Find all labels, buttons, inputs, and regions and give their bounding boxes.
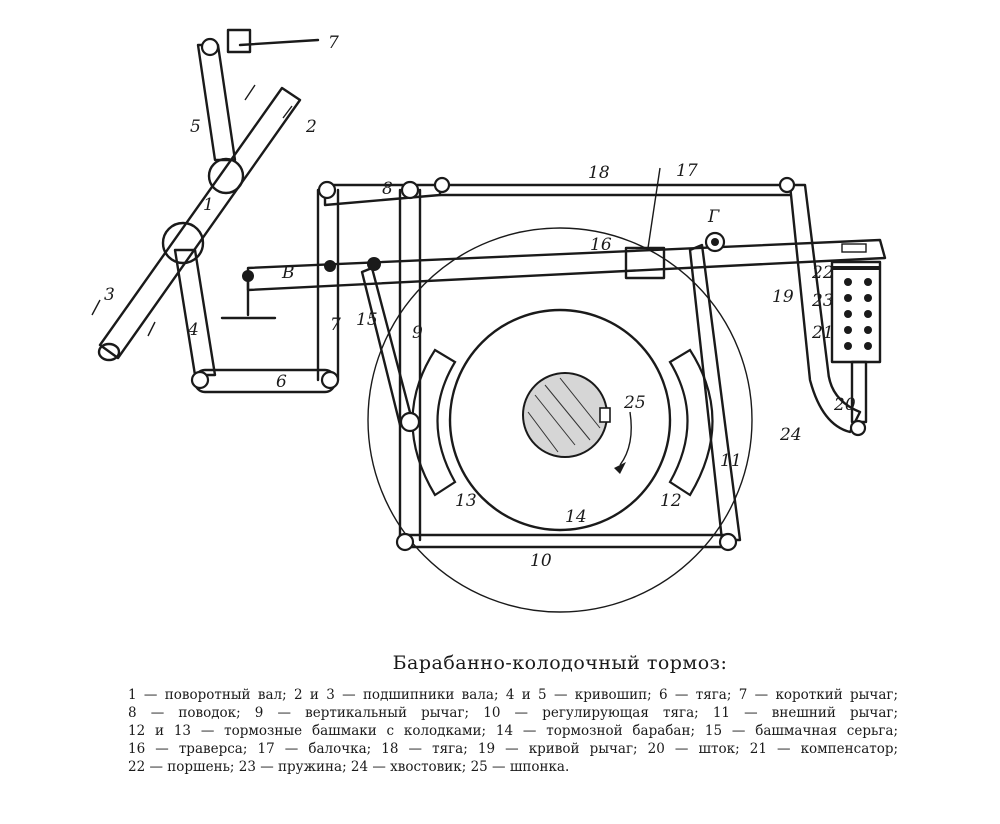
spring-23 [844, 278, 872, 350]
label-20: 20 [833, 395, 856, 415]
label-15: 15 [356, 310, 378, 330]
shaft-end [97, 342, 121, 362]
label-24: 24 [779, 425, 802, 445]
legend-item: 16 — траверса; [128, 741, 248, 757]
legend-item: 12 и 13 — тормозные башмаки с колодками; [128, 723, 487, 739]
label-14: 14 [565, 507, 587, 527]
label-13: 13 [455, 491, 477, 511]
shoe-link-15 [360, 266, 414, 427]
legend-item: 17 — балочка; [257, 741, 372, 757]
label-18: 18 [588, 163, 610, 183]
legend-item: 11 — внешний рычаг; [712, 705, 899, 721]
drum-outer-disc [367, 227, 753, 613]
legend-item: 6 — тяга; [659, 687, 732, 703]
label-6: 6 [276, 372, 287, 392]
small-beam-17 [624, 246, 666, 280]
label-16: 16 [590, 235, 612, 255]
label-4: 4 [187, 320, 199, 340]
label-22: 22 [811, 263, 834, 283]
legend-item: 19 — кривой рычаг; [477, 741, 638, 757]
legend-item: 4 и 5 — кривошип; [505, 687, 652, 703]
brake-diagram: 1 2 3 4 5 6 7 7 8 9 10 11 12 13 14 15 16… [91, 28, 887, 613]
legend-item: 8 — поводок; [128, 705, 241, 721]
shaft-1 [98, 86, 302, 360]
rotation-arrow [619, 411, 632, 466]
label-12: 12 [660, 491, 682, 511]
legend-item: 1 — поворотный вал; [128, 687, 287, 703]
legend-item: 22 — поршень; [128, 759, 235, 775]
brake-drum-14 [448, 308, 672, 532]
legend-item: 21 — компенсатор; [749, 741, 899, 757]
bearing-2 [161, 221, 205, 265]
label-11: 11 [720, 451, 742, 471]
label-point-v: В [281, 263, 295, 283]
label-5: 5 [190, 117, 201, 137]
legend-item: 23 — пружина; [238, 759, 347, 775]
drum-hub [522, 372, 608, 458]
bracket-3 [91, 299, 156, 337]
legend-item: 2 и 3 — подшипники вала; [293, 687, 499, 703]
legend-item: 9 — вертикальный рычаг; [254, 705, 470, 721]
beam-17-leader [647, 167, 661, 249]
pins [190, 37, 867, 552]
legend-item: 20 — шток; [647, 741, 740, 757]
label-23: 23 [811, 291, 834, 311]
label-17: 17 [676, 161, 698, 181]
label-21: 21 [811, 323, 834, 343]
crank-4 [173, 248, 217, 377]
label-9: 9 [412, 323, 423, 343]
traverse-slot [841, 243, 867, 253]
link-7-top [238, 38, 320, 47]
figure-legend: 1 — поворотный вал; 2 и 3 — подшипники в… [128, 686, 898, 776]
legend-item: 10 — регулирующая тяга; [483, 705, 699, 721]
bracket-2 [244, 84, 293, 119]
crank-5 [196, 43, 237, 162]
key-25 [599, 407, 611, 423]
label-1: 1 [203, 195, 214, 215]
legend-item: 25 — шпонка. [470, 759, 570, 775]
rod-6 [193, 368, 337, 394]
label-2: 2 [305, 117, 317, 137]
legend-item: 15 — башмачная серьга; [704, 723, 899, 739]
legend-item: 14 — тормозной барабан; [495, 723, 696, 739]
label-10: 10 [530, 551, 552, 571]
label-8: 8 [382, 179, 393, 199]
label-19: 19 [772, 287, 794, 307]
label-25: 25 [623, 393, 646, 413]
legend-item: 7 — короткий рычаг; [738, 687, 899, 703]
bearing-3 [207, 157, 245, 195]
label-point-g: Г [707, 207, 720, 227]
label-3: 3 [104, 285, 115, 305]
legend-item: 24 — хвостовик; [350, 759, 467, 775]
top-clamp [226, 28, 252, 54]
legend-item: 18 — тяга; [381, 741, 468, 757]
regulating-rod-10 [398, 533, 732, 549]
brake-shoe-12 [668, 348, 714, 497]
rotation-arrowhead [614, 462, 626, 474]
label-7b: 7 [328, 33, 339, 53]
traverse-16 [246, 238, 887, 292]
hub-hatch [527, 377, 601, 453]
compensator-21 [830, 260, 882, 364]
label-7: 7 [330, 315, 341, 335]
brake-shoe-13 [411, 348, 457, 497]
figure-caption-title: Барабанно-колодочный тормоз: [392, 652, 728, 674]
